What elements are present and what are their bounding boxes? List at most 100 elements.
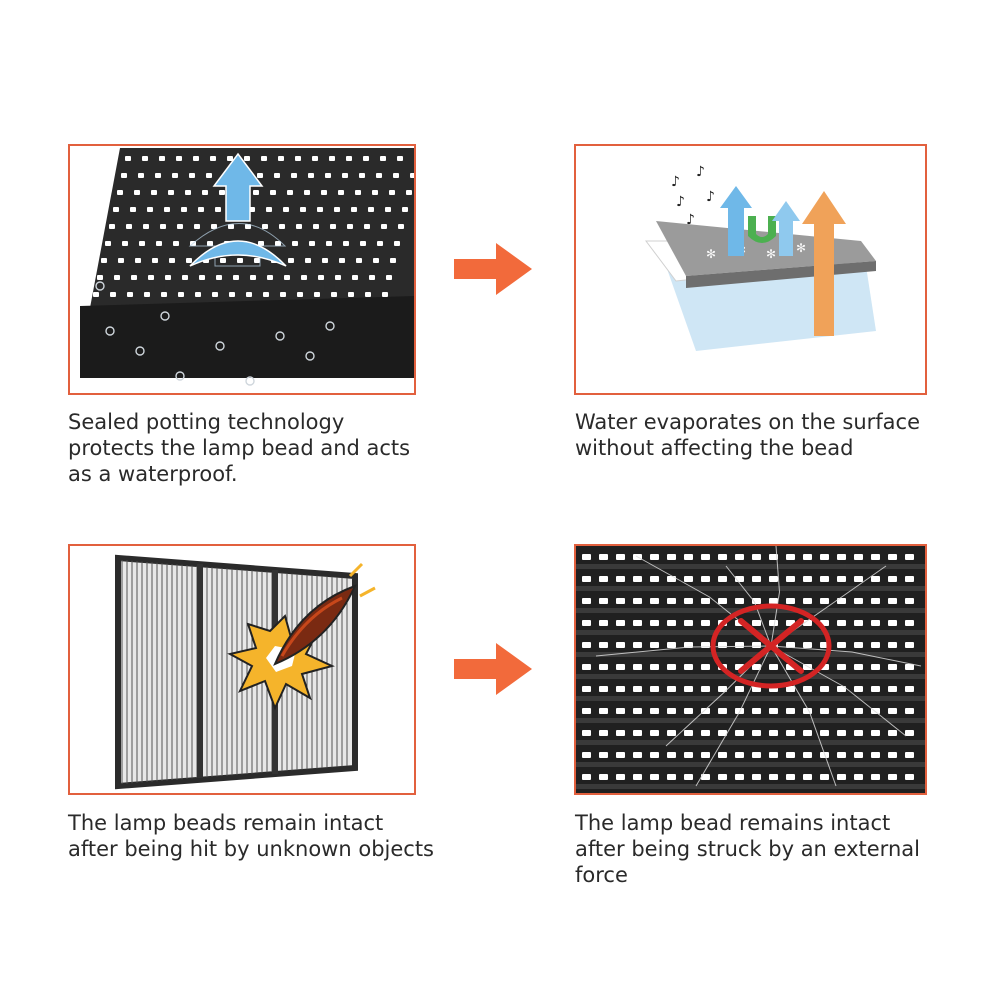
led-bead	[211, 224, 217, 229]
svg-text:♪: ♪	[706, 189, 715, 205]
led-bead	[599, 620, 608, 626]
led-bead	[667, 576, 676, 582]
led-bead	[616, 620, 625, 626]
led-bead	[326, 241, 332, 246]
led-bead	[684, 554, 693, 560]
led-bead	[363, 156, 369, 161]
led-bead	[114, 275, 120, 280]
led-bead	[376, 173, 382, 178]
led-bead	[905, 620, 914, 626]
led-bead	[330, 224, 336, 229]
led-bead	[331, 292, 337, 297]
led-bead	[854, 620, 863, 626]
led-bead	[195, 292, 201, 297]
led-bead	[380, 156, 386, 161]
evaporation-illustration: ✻ ✻ ✻ ✻ ♪ ♪ ♪ ♪ ♪	[645, 164, 876, 351]
led-bead	[667, 554, 676, 560]
led-bead	[684, 598, 693, 604]
impact-illustration	[115, 554, 376, 790]
led-bead	[215, 207, 221, 212]
led-bead	[377, 241, 383, 246]
led-bead	[582, 774, 591, 780]
led-bead	[278, 156, 284, 161]
led-bead	[159, 156, 165, 161]
led-bead	[582, 752, 591, 758]
led-bead	[287, 190, 293, 195]
led-bead	[650, 554, 659, 560]
led-bead	[633, 686, 642, 692]
led-bead	[202, 190, 208, 195]
led-bead	[888, 664, 897, 670]
led-bead	[599, 598, 608, 604]
led-bead	[582, 598, 591, 604]
led-bead	[131, 275, 137, 280]
led-bead	[769, 554, 778, 560]
led-bead	[297, 292, 303, 297]
led-bead	[147, 207, 153, 212]
led-bead	[769, 620, 778, 626]
led-bead	[735, 642, 744, 648]
led-bead	[372, 190, 378, 195]
led-bead	[735, 774, 744, 780]
caption-sealed-potting: Sealed potting technology protects the l…	[68, 410, 411, 486]
led-bead	[365, 292, 371, 297]
led-bead	[288, 258, 294, 263]
led-bead	[752, 774, 761, 780]
led-bead	[820, 774, 829, 780]
led-bead	[237, 258, 243, 263]
led-bead	[169, 258, 175, 263]
water-droplets	[95, 281, 335, 386]
led-bead	[127, 292, 133, 297]
led-bead	[803, 620, 812, 626]
led-bead	[207, 241, 213, 246]
led-bead	[769, 730, 778, 736]
led-bead	[701, 686, 710, 692]
led-bead	[164, 207, 170, 212]
led-bead	[854, 598, 863, 604]
led-bead	[837, 554, 846, 560]
led-bead	[168, 190, 174, 195]
led-bead	[206, 173, 212, 178]
led-bead	[667, 774, 676, 780]
led-bead	[582, 664, 591, 670]
led-bead	[905, 708, 914, 714]
led-bead	[599, 686, 608, 692]
crack-line	[770, 546, 781, 647]
led-bead	[735, 554, 744, 560]
led-bead	[295, 156, 301, 161]
led-bead	[854, 730, 863, 736]
led-bead	[266, 207, 272, 212]
led-bead	[284, 275, 290, 280]
led-bead	[820, 686, 829, 692]
led-bead	[582, 642, 591, 648]
led-bead	[582, 620, 591, 626]
led-bead	[253, 190, 259, 195]
image-hit-by-objects	[68, 544, 416, 795]
led-bead	[786, 598, 795, 604]
led-bead	[263, 292, 269, 297]
led-bead	[301, 275, 307, 280]
led-bead	[820, 598, 829, 604]
led-bead	[360, 241, 366, 246]
led-bead	[181, 207, 187, 212]
led-bead	[752, 664, 761, 670]
led-bead	[582, 554, 591, 560]
led-bead	[871, 554, 880, 560]
led-bead	[347, 224, 353, 229]
water-droplet	[95, 281, 105, 291]
led-bead	[650, 620, 659, 626]
led-bead	[381, 224, 387, 229]
led-bead	[905, 642, 914, 648]
orange-up-arrow-icon	[802, 191, 846, 336]
led-bead	[616, 686, 625, 692]
led-bead	[228, 224, 234, 229]
led-bead	[786, 774, 795, 780]
led-bead	[165, 275, 171, 280]
caption-external-force: The lamp bead remains intact after being…	[575, 811, 920, 887]
led-bead	[335, 275, 341, 280]
led-bead	[871, 598, 880, 604]
led-bead	[599, 576, 608, 582]
crack-line	[695, 645, 772, 787]
led-bead	[871, 774, 880, 780]
led-bead	[279, 224, 285, 229]
